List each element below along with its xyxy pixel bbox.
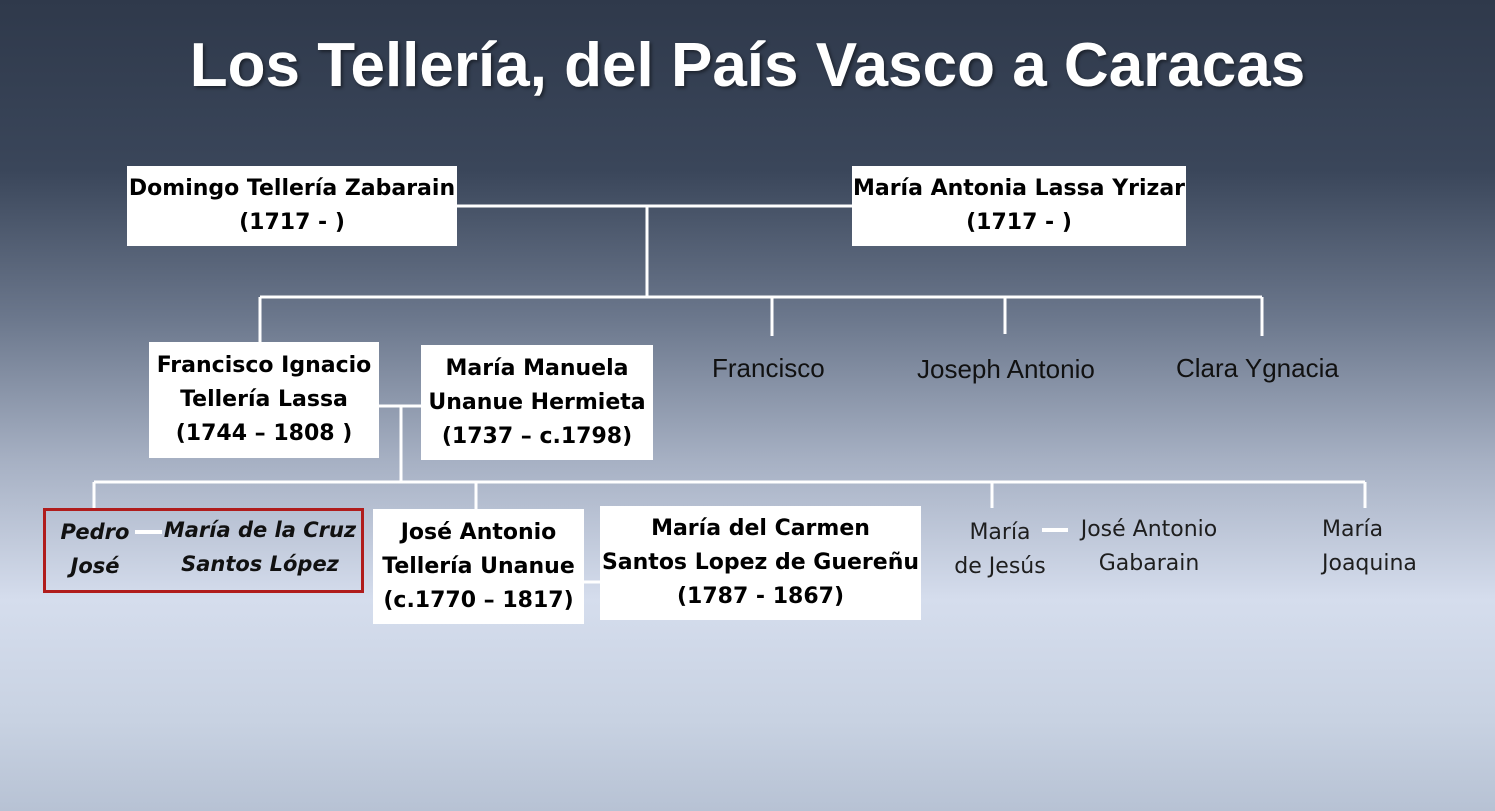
person-name-line2: de Jesús — [954, 554, 1046, 579]
highlight-frame-pedro-jose — [43, 508, 364, 593]
person-name-line1: María — [1322, 517, 1384, 542]
person-name-line2: Joaquina — [1322, 551, 1417, 576]
person-name-line2: Santos Lopez de Guereñu — [601, 550, 920, 575]
person-maria-de-jesus: María de Jesús — [945, 516, 1055, 584]
person-name-line1: Francisco Ignacio — [156, 353, 372, 378]
person-dates: (1744 – 1808 ) — [175, 421, 353, 446]
person-maria-joaquina: María Joaquina — [1322, 513, 1442, 581]
person-pedro-jose: Pedro José — [50, 515, 140, 583]
person-name-line2: Gabarain — [1098, 551, 1200, 576]
sibling-francisco: Francisco — [712, 353, 825, 383]
person-name-line2: Unanue Hermieta — [428, 389, 646, 415]
person-name-line2: Tellería Unanue — [382, 553, 575, 579]
person-name-line1: María Manuela — [445, 355, 629, 381]
person-box-maria-manuela: María Manuela Unanue Hermieta (1737 – c.… — [421, 345, 653, 460]
person-name-line1: José Antonio — [400, 519, 557, 545]
person-dates: (1717 - ) — [239, 210, 345, 235]
person-box-maria-del-carmen: María del Carmen Santos Lopez de Guereñu… — [600, 506, 921, 620]
person-name-line1: María de la Cruz — [163, 518, 357, 542]
person-name-line2: Santos López — [181, 552, 339, 576]
person-name: María Antonia Lassa Yrizar — [852, 176, 1186, 201]
person-jose-antonio-gabarain: José Antonio Gabarain — [1068, 513, 1230, 581]
person-box-jose-antonio: José Antonio Tellería Unanue (c.1770 – 1… — [373, 509, 584, 624]
person-name-line1: Pedro — [60, 520, 130, 544]
person-name-line1: José Antonio — [1080, 517, 1218, 542]
person-name: Domingo Tellería Zabarain — [128, 176, 456, 201]
person-name-line1: María del Carmen — [651, 516, 870, 541]
person-box-francisco-ignacio: Francisco Ignacio Tellería Lassa (1744 –… — [149, 342, 379, 458]
person-maria-de-la-cruz: María de la Cruz Santos López — [160, 513, 360, 581]
person-name-line1: María — [969, 520, 1031, 545]
person-box-domingo: Domingo Tellería Zabarain (1717 - ) — [127, 166, 457, 246]
person-dates: (1717 - ) — [966, 210, 1072, 235]
page-title: Los Tellería, del País Vasco a Caracas — [189, 31, 1306, 100]
person-dates: (1737 – c.1798) — [441, 423, 633, 449]
person-box-maria-antonia: María Antonia Lassa Yrizar (1717 - ) — [852, 166, 1186, 246]
person-dates: (1787 - 1867) — [676, 584, 845, 609]
person-name-line2: José — [70, 554, 120, 578]
person-name-line2: Tellería Lassa — [180, 387, 348, 412]
sibling-clara-ygnacia: Clara Ygnacia — [1176, 353, 1339, 383]
sibling-joseph-antonio: Joseph Antonio — [917, 354, 1095, 384]
person-dates: (c.1770 – 1817) — [383, 587, 574, 613]
